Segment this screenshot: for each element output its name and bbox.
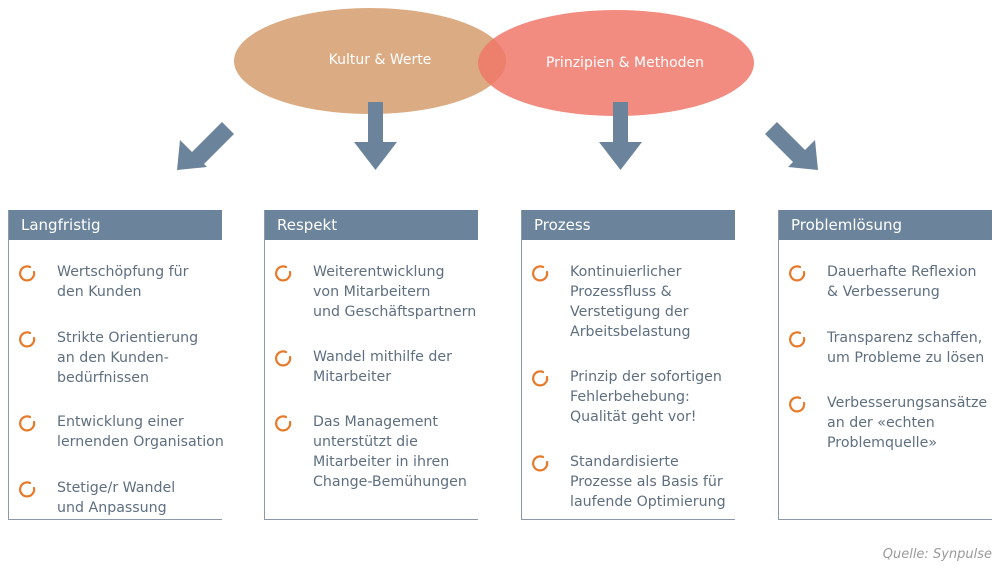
circle-arrow-icon	[532, 265, 549, 282]
arrow-down-icon	[599, 102, 642, 170]
column-header: Respekt	[265, 210, 478, 240]
column-prozess: Prozess Kontinuierlicher Prozessfluss & …	[521, 210, 735, 520]
list-item: Stetige/r Wandel und Anpassung	[19, 478, 229, 518]
column-problemloesung: Problemlösung Dauerhafte Reflexion & Ver…	[778, 210, 992, 520]
circle-arrow-icon	[19, 415, 36, 432]
circle-arrow-icon	[789, 396, 806, 413]
culture-values-circle	[234, 8, 506, 114]
column-respekt: Respekt Weiterentwicklung von Mitarbeite…	[264, 210, 478, 520]
circle-arrow-icon	[275, 265, 292, 282]
column-header: Prozess	[522, 210, 735, 240]
circle-arrow-icon	[532, 370, 549, 387]
list-item: Entwicklung einer lernenden Organisation	[19, 412, 229, 452]
list-item: Prinzip der sofortigen Fehlerbehebung: Q…	[532, 367, 742, 427]
list-item: Transparenz schaffen, um Probleme zu lös…	[789, 328, 999, 368]
circle-arrow-icon	[19, 481, 36, 498]
circle-arrow-icon	[789, 265, 806, 282]
circle-arrow-icon	[19, 265, 36, 282]
circle-arrow-icon	[19, 331, 36, 348]
list-item: Verbesserungsansätze an der «echten Prob…	[789, 393, 999, 453]
circle-arrow-icon	[275, 350, 292, 367]
column-header: Langfristig	[9, 210, 222, 240]
list-item: Das Management unterstützt die Mitarbeit…	[275, 412, 485, 492]
principles-methods-circle	[478, 10, 754, 116]
list-item: Dauerhafte Reflexion & Verbesserung	[789, 262, 999, 302]
principles-methods-label: Prinzipien & Methoden	[545, 55, 705, 71]
top-graphic	[177, 8, 818, 170]
source-caption: Quelle: Synpulse	[882, 547, 992, 562]
list-item: Strikte Orientierung an den Kunden- bedü…	[19, 328, 229, 388]
list-item: Standardisierte Prozesse als Basis für l…	[532, 452, 742, 512]
circle-arrow-icon	[532, 455, 549, 472]
list-item: Wandel mithilfe der Mitarbeiter	[275, 347, 485, 387]
list-item: Weiterentwicklung von Mitarbeitern und G…	[275, 262, 485, 322]
list-item: Kontinuierlicher Prozessfluss & Versteti…	[532, 262, 742, 342]
circle-arrow-icon	[789, 331, 806, 348]
column-header: Problemlösung	[779, 210, 992, 240]
arrow-down-left-icon	[177, 122, 234, 170]
column-langfristig: Langfristig Wertschöpfung für den Kunden…	[8, 210, 224, 520]
arrow-down-icon	[354, 102, 397, 170]
arrow-down-right-icon	[765, 122, 818, 170]
culture-values-label: Kultur & Werte	[328, 52, 432, 68]
list-item: Wertschöpfung für den Kunden	[19, 262, 229, 302]
circle-arrow-icon	[275, 415, 292, 432]
